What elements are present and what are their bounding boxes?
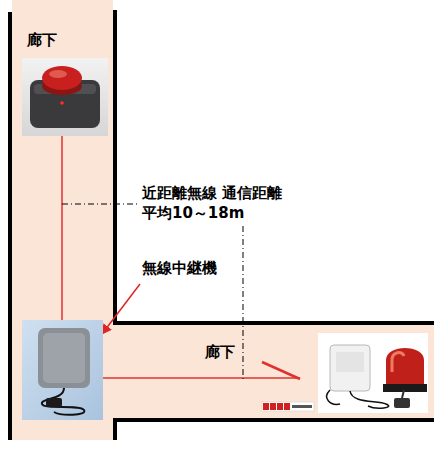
area-name: 廊下 bbox=[27, 31, 57, 51]
corridor-floor bbox=[12, 0, 113, 440]
wireless-path bbox=[262, 362, 300, 379]
walls bbox=[10, 10, 434, 440]
beacon-device bbox=[318, 333, 428, 413]
part-name: 無線中継機 bbox=[142, 259, 217, 279]
leader-arrow bbox=[102, 284, 140, 334]
button-device bbox=[22, 58, 108, 136]
corridor-floor bbox=[113, 325, 434, 419]
wireless-path bbox=[61, 135, 63, 322]
watermark-logo bbox=[262, 402, 314, 411]
range-note: 近距離無線 通信距離 平均10～18m bbox=[142, 184, 326, 223]
repeater-device bbox=[22, 320, 103, 420]
wireless-path bbox=[103, 377, 300, 379]
area-name: 廊下 bbox=[205, 343, 235, 363]
